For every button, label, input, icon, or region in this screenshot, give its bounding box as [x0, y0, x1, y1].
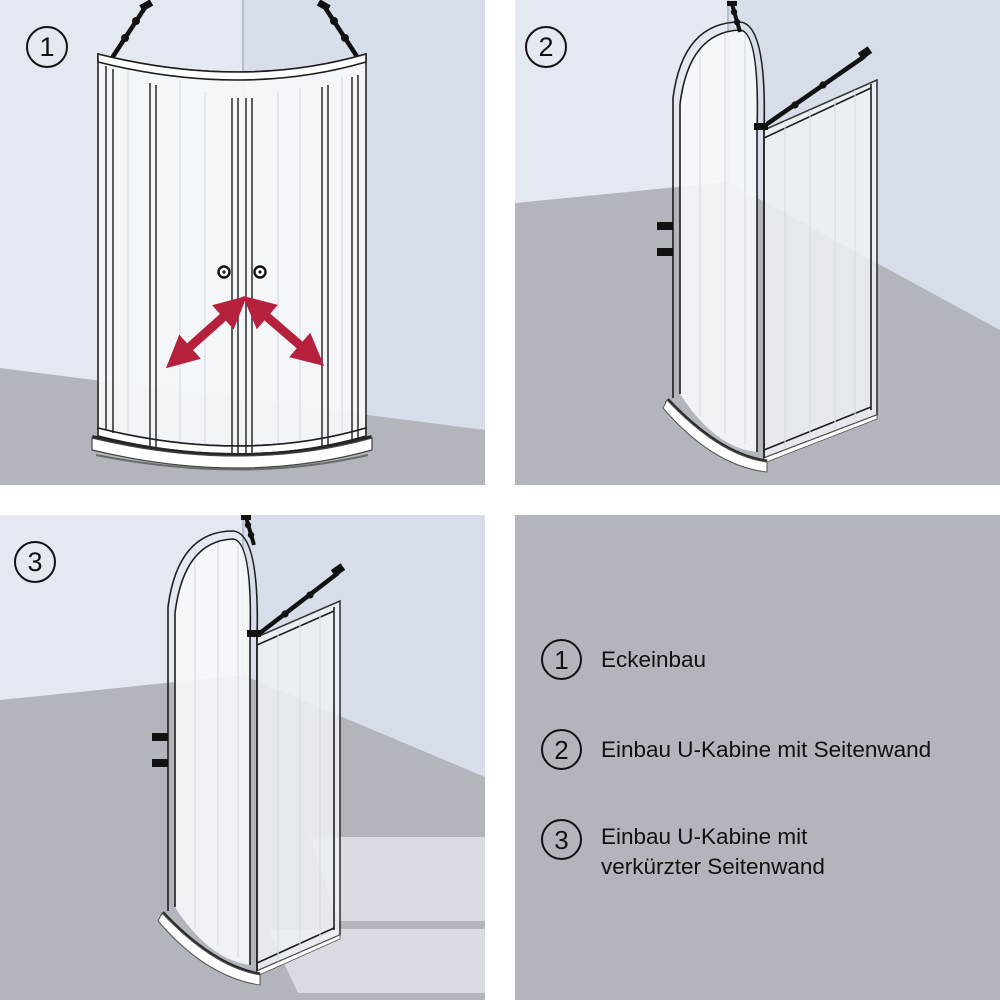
legend-panel: 1 Eckeinbau 2 Einbau U-Kabine mit Seiten… [515, 515, 1000, 1000]
shower-tray [662, 398, 768, 473]
curved-sliding-door-unit [167, 530, 261, 971]
legend-number-3: 3 [554, 824, 569, 855]
glass-streaks [277, 612, 321, 962]
legend-item-eckeinbau: 1 Eckeinbau [541, 639, 706, 680]
arrow-right-icon [242, 295, 325, 367]
panel-corner-installation: 1 [0, 0, 485, 485]
glass-streaks [699, 30, 746, 444]
curved-sliding-door-unit [672, 21, 768, 458]
legend-label-3: Einbau U-Kabine mit verkürzter Seitenwan… [601, 822, 825, 882]
wall-clamp-icon [657, 222, 673, 256]
panel-2-number-badge: 2 [525, 26, 567, 68]
wall-bracket-icon [241, 515, 256, 546]
side-wall-panel-short [256, 599, 341, 977]
top-rail [97, 52, 367, 81]
side-wall-panel [763, 78, 878, 464]
legend-label-2: Einbau U-Kabine mit Seitenwand [601, 735, 931, 765]
glass-streaks [784, 90, 856, 449]
legend-number-2: 2 [554, 734, 569, 765]
legend-item-u-kabine-seitenwand: 2 Einbau U-Kabine mit Seitenwand [541, 729, 931, 770]
legend-number-1: 1 [554, 644, 569, 675]
wall-clamp-icon [152, 733, 168, 767]
door-direction-arrows [165, 295, 325, 369]
panel-2-number: 2 [538, 31, 554, 62]
arrow-left-icon [165, 295, 248, 369]
post-cap [754, 123, 768, 130]
legend-label-line: verkürzter Seitenwand [601, 854, 825, 879]
panel-3-number-badge: 3 [14, 541, 56, 583]
panel-u-cabin-short-side-wall: 3 [0, 515, 485, 1000]
door-knob-icon [217, 265, 231, 279]
door-knob-icon [253, 265, 267, 279]
wall-bracket-icon [316, 0, 360, 60]
frame-profiles [105, 66, 359, 462]
legend-label-line: Eckeinbau [601, 646, 707, 672]
glass-streaks [127, 70, 343, 456]
support-arm-icon [765, 46, 873, 126]
legend-item-u-kabine-verkuerzte-seitenwand: 3 Einbau U-Kabine mit verkürzter Seitenw… [541, 819, 825, 882]
shower-tray [157, 911, 261, 986]
wall-bracket-icon [727, 1, 742, 33]
legend-number-circle-2: 2 [541, 729, 582, 770]
shower-tray [91, 435, 373, 471]
wall-bracket-icon [110, 0, 154, 60]
glass-streaks [194, 539, 239, 957]
u-cabin-side-wall-illustration [515, 0, 1000, 485]
support-arm-icon [258, 563, 346, 635]
legend-label-line: Einbau U-Kabine mit [601, 824, 808, 849]
u-cabin-short-side-wall-illustration [0, 515, 485, 1000]
panel-u-cabin-side-wall: 2 [515, 0, 1000, 485]
panel-1-number: 1 [39, 31, 55, 62]
legend-label-line: Einbau U-Kabine mit Seitenwand [601, 736, 932, 762]
legend-label-1: Eckeinbau [601, 645, 706, 675]
legend-number-circle-3: 3 [541, 819, 582, 860]
panel-1-number-badge: 1 [26, 26, 68, 68]
panel-3-number: 3 [27, 546, 43, 577]
post-cap [247, 630, 261, 637]
corner-installation-illustration [0, 0, 485, 485]
legend-number-circle-1: 1 [541, 639, 582, 680]
quadrant-shower-enclosure [97, 52, 367, 462]
